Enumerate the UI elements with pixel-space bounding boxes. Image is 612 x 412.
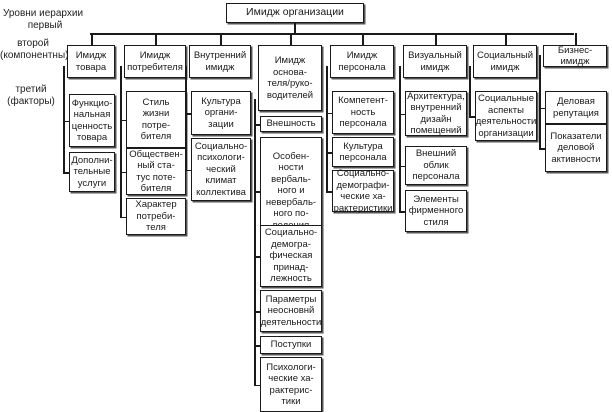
factor-spine [254,99,256,385]
factor-spine [539,55,541,148]
root-connector [294,23,296,33]
component-connector [91,33,93,45]
factor-node: Характер потреби- теля [126,198,186,235]
factor-node: Социальные аспекты деятельности организа… [475,91,537,141]
factor-connector [63,120,69,122]
level-two-bus [90,33,574,35]
factor-spine [120,66,122,217]
factor-connector [469,116,475,118]
factor-connector [254,256,260,258]
component-node: Визуальный имидж [403,45,467,78]
factor-spine [399,66,401,211]
level-first-label: первый [27,20,63,31]
factor-connector [185,113,191,115]
factor-node: Компетент- ность персонала [332,91,394,134]
factor-connector [254,345,260,347]
component-node: Имидж основа- теля/руко- водителей [258,45,322,111]
factor-connector [539,107,545,109]
factor-node: Социально- демографи- ческие ха- рактери… [332,168,394,214]
factor-connector [120,216,126,218]
factor-node: Функцио- нальная ценность товара [69,94,115,147]
factor-node: Деловая репутация [545,91,607,124]
factor-connector [254,191,260,193]
factor-connector [254,311,260,313]
component-connector [155,33,157,45]
component-node: Бизнес-имидж [543,45,607,67]
factor-spine [63,66,65,172]
component-node: Внутренний имидж [189,45,251,78]
factor-node: Поступки [260,336,322,354]
factor-node: Социально- демогра- фическая принад- леж… [260,225,322,287]
factor-connector [326,112,332,114]
factor-node: Дополни- тельные услуги [69,152,115,192]
factor-node: Архитектура, внутренний дизайн помещений [405,91,467,136]
component-connector [435,33,437,45]
factor-connector [326,152,332,154]
component-node: Социальный имидж [473,45,537,78]
factor-connector [254,384,260,386]
factor-connector [254,124,260,126]
component-node: Имидж товара [67,45,115,78]
levels-title: Уровни иерархии [2,8,84,19]
factor-node: Психологи- ческие ха- рактерис- тики [260,357,322,412]
factor-node: Культура персонала [332,137,394,167]
component-connector [575,33,577,45]
factor-node: Элементы фирменного стиля [405,190,467,232]
factor-node: Обществен- ный ста- тус поте- бителя [126,148,186,195]
factor-node: Социально- психологи- ческий климат колл… [191,138,251,201]
factor-connector [326,191,332,193]
factor-connector [399,113,405,115]
component-connector [362,33,364,45]
factor-node: Внешность [260,116,322,132]
factor-connector [399,165,405,167]
factor-connector [63,172,69,174]
factor-connector [539,148,545,150]
factor-node: Внешний облик персонала [405,146,467,185]
factor-node: Культура органи- зации [191,91,251,135]
factor-connector [120,119,126,121]
level-third-label: третий (факторы) [7,84,55,107]
factor-spine [469,66,471,116]
component-node: Имидж потребителя [124,45,186,78]
factor-spine [185,66,187,170]
component-node: Имидж персонала [330,45,394,78]
factor-connector [120,171,126,173]
factor-node: Параметры неосновнй деятельности [260,290,322,332]
factor-spine [326,66,328,191]
level-second-label: второй (компонентны) [0,38,69,61]
factor-node: Стиль жизни потре- бителя [126,91,186,148]
factor-connector [185,169,191,171]
component-connector [220,33,222,45]
component-connector [290,33,292,45]
component-connector [505,33,507,45]
root-node-organization-image: Имидж организации [226,3,364,23]
factor-connector [399,211,405,213]
factor-node: Показатели деловой активности [545,124,607,172]
